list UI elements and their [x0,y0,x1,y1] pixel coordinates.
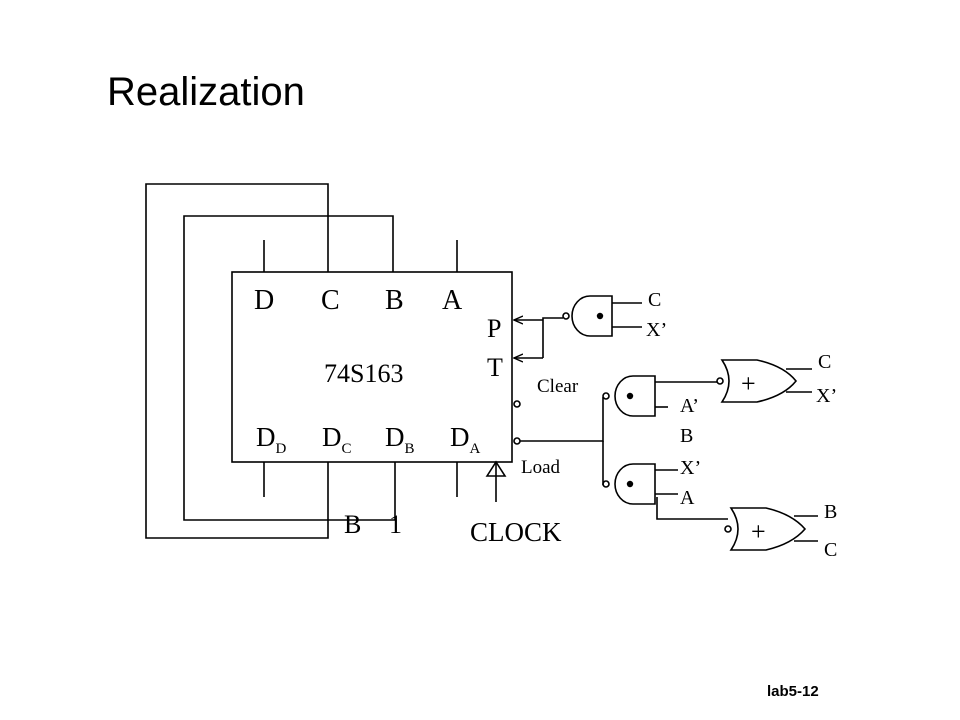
nand-clear-dot [626,392,634,400]
chip-output-d: D [254,285,274,316]
or-load-gate [729,507,807,551]
or-clear-bubble [716,377,724,385]
nand-top-bubble [562,312,570,320]
chip-enable-p: P [487,314,501,343]
nand-clear-input-b: B [680,425,693,447]
nand-load-dot [626,480,634,488]
nand-top-dot [596,312,604,320]
nand-clear-gate [614,375,656,417]
feedback-wire-c [183,215,396,521]
nand-top-gate [571,295,613,337]
or-clear-input-x: X’ [816,385,837,407]
chip-output-b: B [385,285,404,316]
or-load-symbol: + [751,517,766,546]
chip-input-dc: DC [322,422,352,457]
slide-footer: lab5-12 [767,683,819,700]
nand-load-gate [614,463,656,505]
counter-chip-box [231,271,513,463]
clock-triangle [485,460,507,477]
or-clear-gate [720,359,798,403]
nand-load-input-a: A [680,487,695,509]
clear-bubble [513,400,521,408]
nand-clear-input-a: A’ [680,395,699,417]
chip-enable-t: T [487,353,503,382]
clock-label: CLOCK [470,517,562,547]
data-input-b-label: B [344,510,361,539]
slide-title: Realization [107,70,305,114]
clear-label: Clear [537,376,579,397]
chip-input-da: DA [450,422,481,457]
data-input-one-label: 1 [389,510,402,539]
or-clear-input-c: C [818,351,831,373]
chip-output-c: C [321,285,340,316]
nand-clear-bubble [602,392,610,400]
chip-output-a: A [442,285,463,316]
feedback-wire-d [145,183,329,539]
chip-input-db: DB [385,422,415,457]
chip-name: 74S163 [324,359,403,388]
nand-top-input-x: X’ [646,319,667,341]
or-load-input-c: C [824,539,837,561]
or-load-input-b: B [824,501,837,523]
nand-load-bubble [602,480,610,488]
chip-input-dd: DD [256,422,287,457]
nand-top-input-c: C [648,289,661,311]
load-label: Load [521,457,561,478]
load-bubble [513,437,521,445]
or-clear-symbol: + [741,369,756,398]
nand-load-input-x: X’ [680,457,701,479]
or-load-bubble [724,525,732,533]
